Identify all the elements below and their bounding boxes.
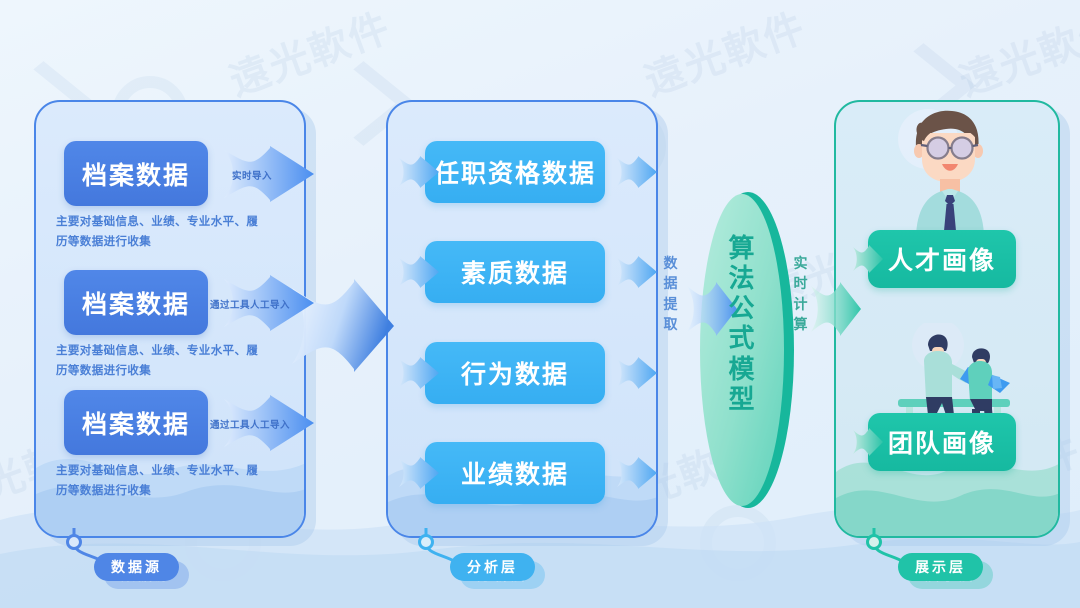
data-box-label: 素质数据	[460, 260, 569, 288]
desc-line: 主要对基础信息、业绩、专业水平、履	[56, 465, 259, 477]
data-box-archive-3[interactable]: 档案数据	[64, 390, 208, 455]
tag-label: 数据源	[111, 559, 162, 575]
big-transition-arrow-icon	[292, 279, 394, 372]
small-arrow-in-2-icon	[399, 256, 439, 288]
small-arrow-out-3-icon	[617, 357, 657, 389]
engine-label: 算法公式模型	[728, 233, 756, 414]
arrow-realtime-calc-icon	[811, 282, 861, 336]
watermark-text: 遠光軟件	[223, 5, 397, 105]
data-box-label: 档案数据	[81, 161, 190, 190]
data-desc-1: 主要对基础信息、业绩、专业水平、履 历等数据进行收集	[56, 212, 286, 252]
arrow-realtime-import-icon	[224, 146, 314, 202]
engine-left-label-text: 数据提取	[663, 255, 679, 332]
arrow-manual-import-2-icon	[224, 395, 314, 451]
data-box-quality[interactable]: 素质数据	[425, 241, 605, 303]
arrow-label-import-3: 通过工具人工导入	[210, 420, 291, 431]
data-box-label: 档案数据	[81, 410, 190, 439]
data-box-qualification[interactable]: 任职资格数据	[425, 141, 605, 203]
data-box-archive-2[interactable]: 档案数据	[64, 270, 208, 335]
engine-right-label-text: 实时计算	[793, 255, 809, 332]
arrow-data-extract-icon	[687, 282, 737, 336]
tag-analysis-layer[interactable]: 分析层	[450, 553, 535, 581]
engine-left-label: 数据提取	[663, 253, 679, 334]
small-arrow-out-1-icon	[617, 156, 657, 188]
data-box-archive-1[interactable]: 档案数据	[64, 141, 208, 206]
desc-line: 主要对基础信息、业绩、专业水平、履	[56, 345, 259, 357]
engine-right-label: 实时计算	[793, 253, 809, 334]
tag-label: 展示层	[915, 559, 966, 575]
watermark-text: 遠光軟件	[638, 5, 812, 105]
small-arrow-in-4-icon	[399, 457, 439, 489]
desc-line: 历等数据进行收集	[56, 236, 152, 249]
tag-label: 分析层	[467, 559, 518, 575]
data-desc-3: 主要对基础信息、业绩、专业水平、履 历等数据进行收集	[56, 461, 286, 501]
engine-ellipse-shape	[700, 192, 794, 508]
arrow-to-talent-profile-icon	[853, 245, 883, 273]
watermark-text: 遠光軟件	[953, 5, 1080, 105]
data-box-team-profile[interactable]: 团队画像	[868, 413, 1016, 471]
data-box-label: 行为数据	[460, 361, 569, 389]
arrow-label-import-1: 实时导入	[232, 171, 273, 182]
data-box-behavior[interactable]: 行为数据	[425, 342, 605, 404]
arrow-label-import-2: 通过工具人工导入	[210, 300, 291, 311]
person-with-glasses-illustration	[898, 109, 984, 239]
tag-presentation-layer[interactable]: 展示层	[898, 553, 983, 581]
desc-line: 历等数据进行收集	[56, 485, 152, 498]
panel-wave-decoration	[36, 459, 304, 536]
small-arrow-out-2-icon	[617, 256, 657, 288]
data-box-label: 任职资格数据	[433, 160, 596, 188]
desc-line: 主要对基础信息、业绩、专业水平、履	[56, 216, 259, 228]
desc-line: 历等数据进行收集	[56, 365, 152, 378]
data-box-label: 团队画像	[887, 430, 996, 458]
small-arrow-out-4-icon	[617, 457, 657, 489]
data-box-label: 业绩数据	[460, 461, 569, 489]
data-box-talent-profile[interactable]: 人才画像	[868, 230, 1016, 288]
data-box-label: 档案数据	[81, 290, 190, 319]
panel-wave-decoration	[836, 462, 1058, 536]
data-box-performance[interactable]: 业绩数据	[425, 442, 605, 504]
arrow-manual-import-icon	[224, 275, 314, 331]
data-desc-2: 主要对基础信息、业绩、专业水平、履 历等数据进行收集	[56, 341, 286, 381]
small-arrow-in-3-icon	[399, 357, 439, 389]
small-arrow-in-1-icon	[399, 156, 439, 188]
data-box-label: 人才画像	[887, 247, 996, 275]
arrow-to-team-profile-icon	[853, 428, 883, 456]
tag-data-source[interactable]: 数据源	[94, 553, 179, 581]
ring-watermark-icon	[700, 505, 776, 581]
